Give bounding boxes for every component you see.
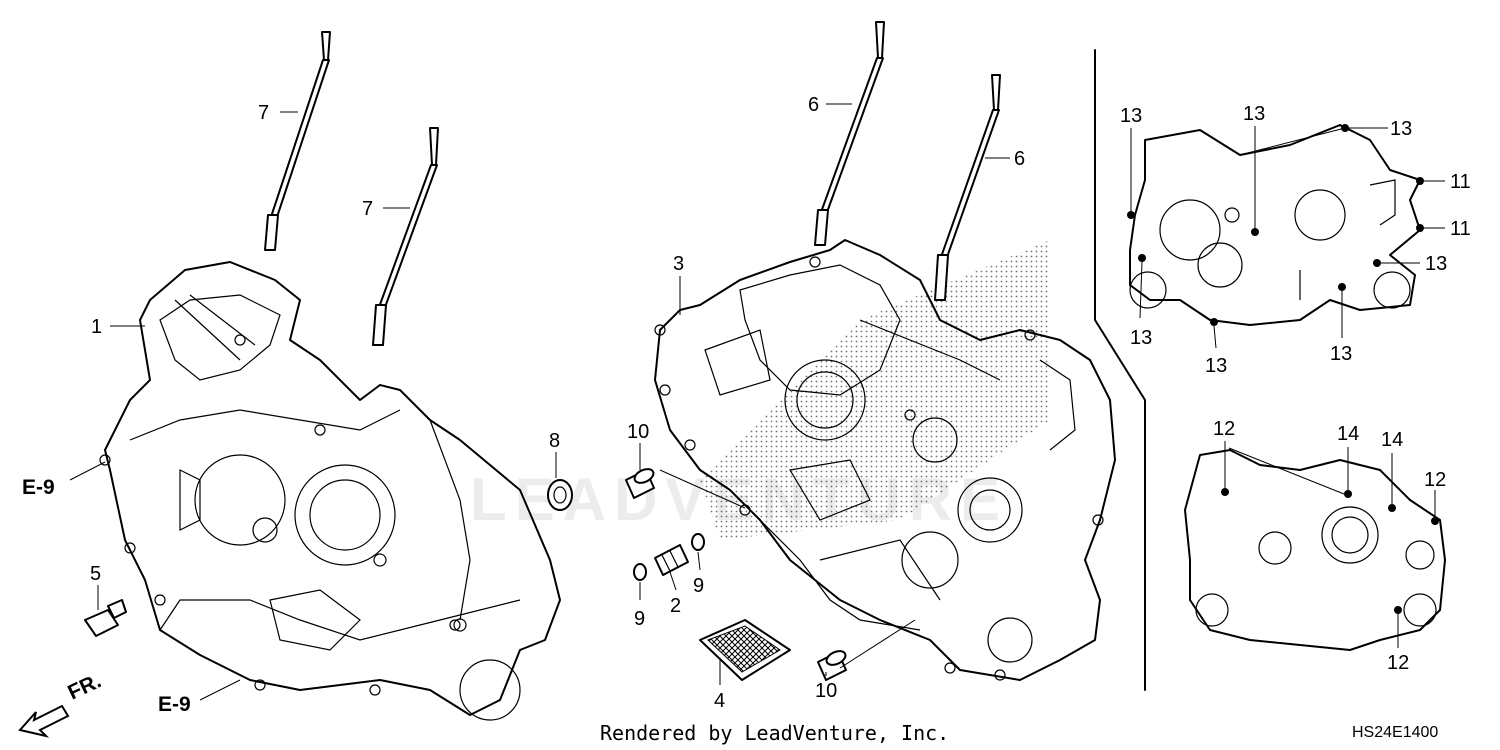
oil-seal-8 [547, 479, 573, 511]
ref-label-e9-left: E-9 [22, 476, 55, 499]
callout-6b: 6 [1014, 148, 1025, 170]
callout-1: 1 [91, 316, 102, 338]
diagram-code: HS24E1400 [1352, 724, 1438, 741]
callout-9b: 9 [693, 575, 704, 597]
footer-credit: Rendered by LeadVenture, Inc. [600, 721, 949, 745]
right-crankcase [654, 239, 1116, 681]
o-ring-9b [691, 533, 705, 551]
callout-9a: 9 [634, 608, 645, 630]
callout-5: 5 [90, 563, 101, 585]
callout-13e: 13 [1130, 327, 1152, 349]
dowel-pin-10b [817, 650, 847, 681]
callout-11b: 11 [1450, 218, 1471, 240]
direction-label: FR. [64, 669, 104, 704]
callout-13d: 13 [1425, 253, 1447, 275]
callout-13f: 13 [1205, 355, 1227, 377]
stud-bolt-6b [934, 74, 1001, 301]
left-crankcase [99, 261, 561, 721]
stud-bolt-6a [814, 21, 885, 246]
callout-4: 4 [714, 690, 725, 712]
callout-7a: 7 [258, 102, 269, 124]
callout-13b: 13 [1243, 103, 1265, 125]
callout-6a: 6 [808, 94, 819, 116]
callout-3: 3 [673, 253, 684, 275]
o-ring-9a [633, 563, 647, 581]
dowel-pin-2 [654, 544, 689, 576]
bolt-location-view-top [1127, 124, 1424, 326]
ref-label-e9-bottom: E-9 [158, 693, 191, 716]
callout-7b: 7 [362, 198, 373, 220]
dowel-pin-10a [625, 468, 655, 499]
stud-bolt-7a [264, 31, 331, 251]
callout-2: 2 [670, 595, 681, 617]
callout-8: 8 [549, 430, 560, 452]
callout-13g: 13 [1330, 343, 1352, 365]
callout-12a: 12 [1213, 418, 1235, 440]
callout-12b: 12 [1424, 469, 1446, 491]
callout-13a: 13 [1120, 105, 1142, 127]
callout-13c: 13 [1390, 118, 1412, 140]
panel-divider [1094, 49, 1146, 691]
front-direction-arrow: FR. [18, 669, 105, 738]
stud-bolt-7b [372, 127, 439, 346]
bolt-5 [84, 599, 127, 637]
callout-10b: 10 [815, 680, 837, 702]
callout-10a: 10 [627, 421, 649, 443]
callout-14b: 14 [1381, 429, 1403, 451]
callout-11a: 11 [1450, 171, 1471, 193]
oil-screen-4 [699, 619, 791, 681]
callout-14a: 14 [1337, 423, 1359, 445]
bolt-location-view-bottom [1184, 449, 1446, 651]
leader-lines [69, 103, 1445, 701]
callout-12c: 12 [1387, 652, 1409, 674]
